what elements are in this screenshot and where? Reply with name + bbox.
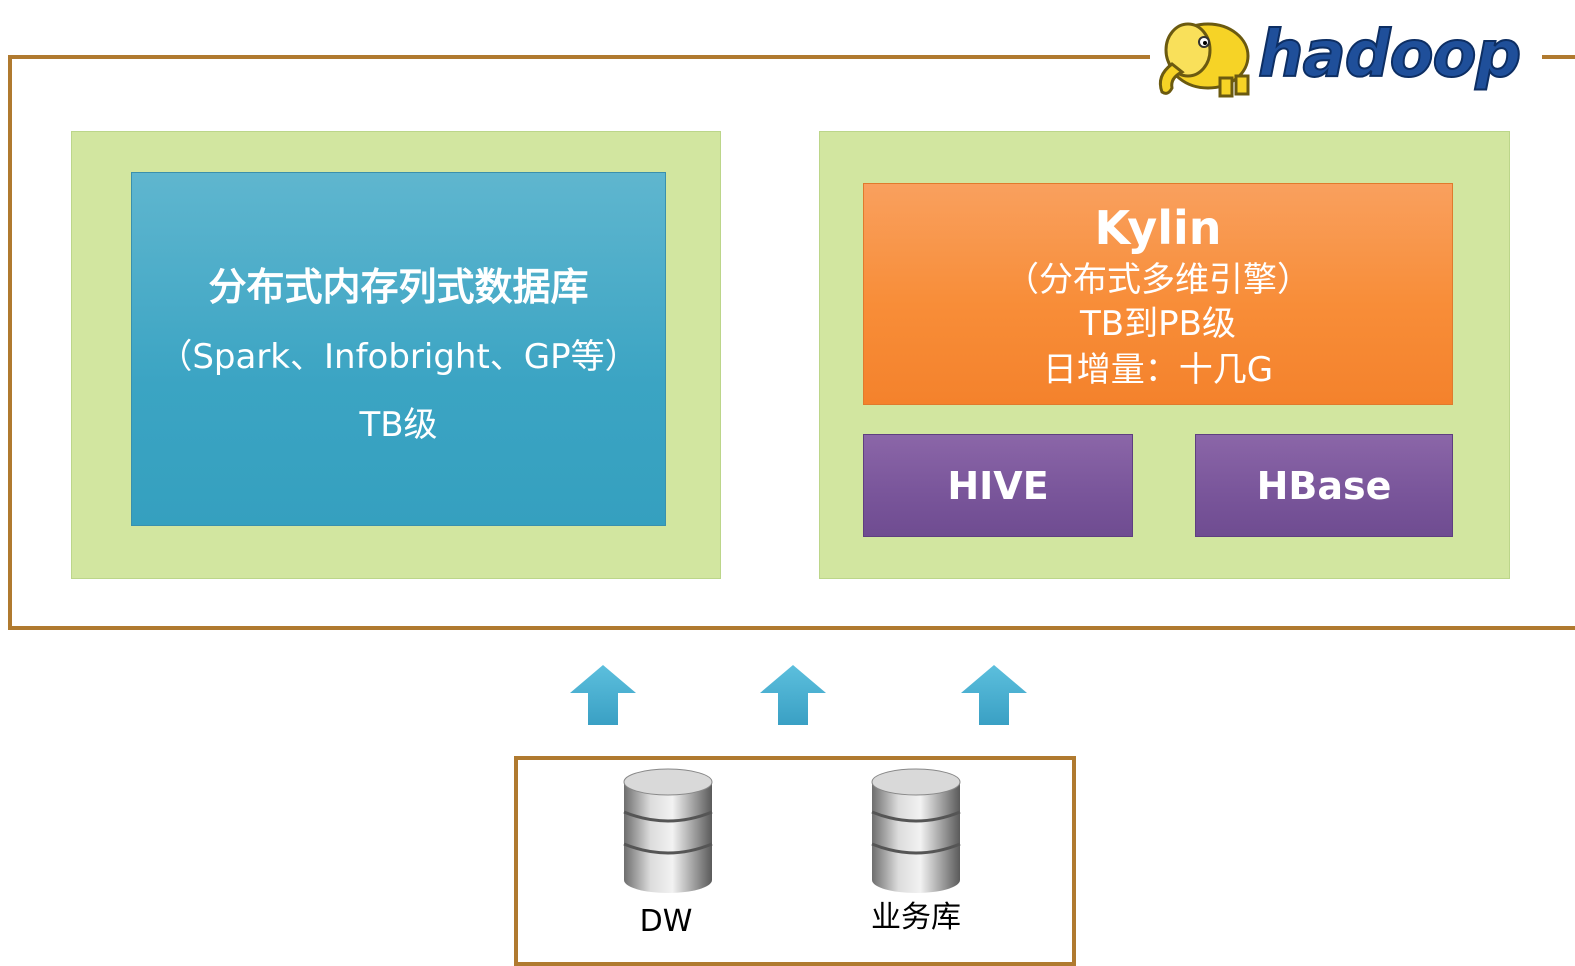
- database-icon: [623, 768, 713, 893]
- database-icon: [871, 768, 961, 893]
- kylin-daily-increment: 日增量：十几G: [1042, 350, 1274, 390]
- kylin-scale: TB到PB级: [1080, 304, 1236, 344]
- kylin-subtitle: （分布式多维引擎）: [1005, 260, 1311, 300]
- kylin-box: Kylin （分布式多维引擎） TB到PB级 日增量：十几G: [863, 183, 1453, 405]
- up-arrow-icon: [961, 665, 1027, 725]
- in-memory-db-scale: TB级: [359, 405, 438, 445]
- hbase-box: HBase: [1195, 434, 1453, 537]
- hadoop-logo: hadoop: [1150, 6, 1542, 104]
- hadoop-logo-text: hadoop: [1257, 18, 1522, 92]
- up-arrow-icon: [760, 665, 826, 725]
- hadoop-elephant-icon: [1158, 22, 1250, 98]
- kylin-title: Kylin: [1094, 201, 1222, 255]
- in-memory-db-title: 分布式内存列式数据库: [208, 265, 589, 309]
- in-memory-columnar-db-box: 分布式内存列式数据库 （Spark、Infobright、GP等） TB级: [131, 172, 666, 526]
- business-db-label: 业务库: [871, 900, 961, 935]
- hadoop-cluster-frame: [8, 55, 1575, 630]
- in-memory-db-examples: （Spark、Infobright、GP等）: [158, 337, 639, 377]
- up-arrow-icon: [570, 665, 636, 725]
- hive-box: HIVE: [863, 434, 1133, 537]
- dw-label: DW: [639, 904, 693, 939]
